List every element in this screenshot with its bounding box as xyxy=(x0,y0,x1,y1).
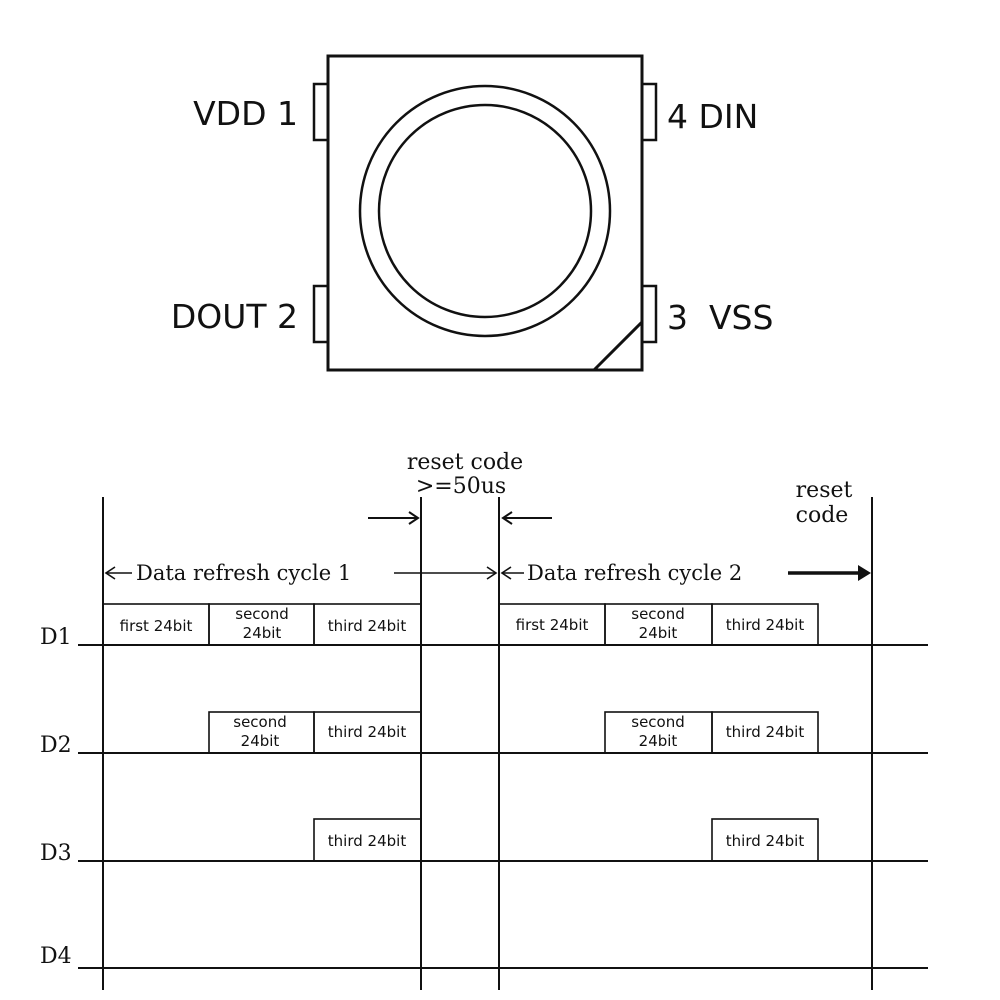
d1-cycle1-second-text-1: second xyxy=(235,605,289,623)
d3-cycle1-third-text: third 24bit xyxy=(328,832,407,850)
cycle2-arrow-head-right xyxy=(858,565,871,581)
reset-code-label: reset code xyxy=(407,450,523,475)
cycle1-arrow-head-left xyxy=(104,566,116,580)
cycle2-arrow-head-left xyxy=(500,566,512,580)
pin3-label: 3 VSS xyxy=(667,298,773,337)
reset-duration-label: >=50us xyxy=(416,474,506,499)
d1-cycle2-third-box xyxy=(711,603,819,646)
d1-cycle1-third-box xyxy=(313,603,422,646)
d2-cycle1-third-box xyxy=(313,711,422,754)
d3-cycle2-third-box xyxy=(711,818,819,862)
signal-label-d1: D1 xyxy=(40,625,72,650)
d2-cycle2-second-text-1: second xyxy=(631,713,685,731)
pin1-corner-mark xyxy=(592,320,644,372)
pin3-tab xyxy=(640,284,658,344)
reset-right-label-line1: reset xyxy=(796,478,853,503)
d1-cycle2-first-text: first 24bit xyxy=(516,616,589,634)
d1-cycle1-second-text-2: 24bit xyxy=(243,624,282,642)
pin4-tab xyxy=(640,82,658,142)
signal-label-d3: D3 xyxy=(40,841,72,866)
d1-cycle1-first-text: first 24bit xyxy=(120,617,193,635)
d2-cycle1-second-text-2: 24bit xyxy=(241,732,280,750)
reset-arrow-right-head xyxy=(501,511,513,525)
cycle1-arrow-head-right xyxy=(486,566,498,580)
d3-cycle2-third-text: third 24bit xyxy=(726,832,805,850)
signal-label-d4: D4 xyxy=(40,944,72,969)
d2-cycle1-third-text: third 24bit xyxy=(328,723,407,741)
cycle1-label: Data refresh cycle 1 xyxy=(136,561,351,585)
lens-inner-ring xyxy=(377,103,593,319)
pin2-tab xyxy=(312,284,330,344)
d1-cycle2-third-text: third 24bit xyxy=(726,616,805,634)
d1-cycle2-second-text-1: second xyxy=(631,605,685,623)
lens-outer-ring xyxy=(358,84,612,338)
timing-diagram: D1 D2 D3 D4 reset code >=50us reset code… xyxy=(40,450,928,990)
reset-arrow-left-head xyxy=(408,511,420,525)
package-body xyxy=(326,54,644,372)
cycle2-label: Data refresh cycle 2 xyxy=(527,561,742,585)
d1-cycle2-second-text-2: 24bit xyxy=(639,624,678,642)
d2-cycle2-second-text-2: 24bit xyxy=(639,732,678,750)
pin4-label: 4 DIN xyxy=(667,97,758,136)
d1-cycle1-third-text: third 24bit xyxy=(328,617,407,635)
d3-cycle1-third-box xyxy=(313,818,422,862)
led-package: VDD 1 DOUT 2 4 DIN 3 VSS xyxy=(171,54,773,372)
pin2-label: DOUT 2 xyxy=(171,297,298,336)
pin1-tab xyxy=(312,82,330,142)
d2-cycle2-third-text: third 24bit xyxy=(726,723,805,741)
reset-right-label-line2: code xyxy=(796,503,849,528)
signal-label-d2: D2 xyxy=(40,733,72,758)
d2-cycle2-third-box xyxy=(711,711,819,754)
d2-cycle1-second-text-1: second xyxy=(233,713,287,731)
pin1-label: VDD 1 xyxy=(193,94,298,133)
